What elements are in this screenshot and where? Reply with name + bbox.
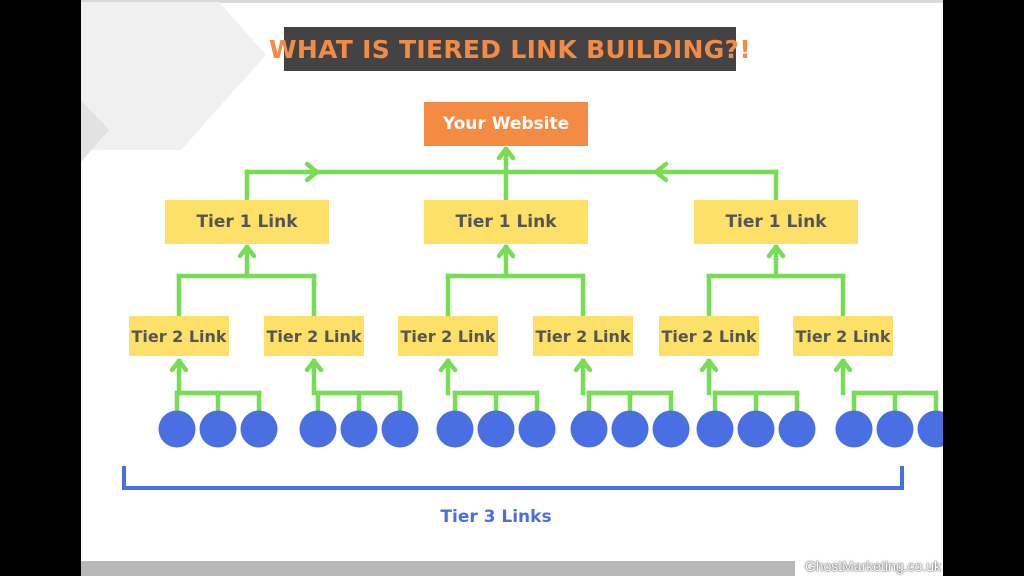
tier2-arrow-icon: [573, 358, 593, 373]
decorative-shapes: [81, 2, 266, 162]
tier3-link-dot: [611, 410, 649, 448]
watermark: GhostMarketing.co.uk: [804, 558, 941, 574]
tier3-bracket: [122, 466, 904, 490]
tier3-link-dot: [518, 410, 556, 448]
tier1-node: Tier 1 Link: [165, 200, 329, 244]
tier3-link-dot: [381, 410, 419, 448]
tier3-label: Tier 3 Links: [440, 507, 552, 527]
tier3-dots: [158, 410, 943, 448]
tier3-link-dot: [778, 410, 816, 448]
page-title: WHAT IS TIERED LINK BUILDING?!: [268, 34, 752, 64]
arrow-left-icon: [653, 161, 669, 183]
tier2-arrow-icon: [438, 358, 458, 373]
tier3-link-dot: [835, 410, 873, 448]
tier2-arrow-icon: [699, 358, 719, 373]
tier1-node: Tier 1 Link: [424, 200, 588, 244]
bottom-bar: [81, 561, 795, 576]
tier3-link-dot: [917, 410, 943, 448]
tier1-arrow-icon: [766, 244, 786, 259]
tier3-link-dot: [570, 410, 608, 448]
your-website-node: Your Website: [424, 102, 588, 146]
tier1-arrow-icon: [496, 244, 516, 259]
tier3-link-dot: [652, 410, 690, 448]
tier3-link-dot: [299, 410, 337, 448]
tier2-node: Tier 2 Link: [398, 316, 498, 356]
tier3-link-dot: [199, 410, 237, 448]
tier2-node: Tier 2 Link: [659, 316, 759, 356]
tier3-link-dot: [158, 410, 196, 448]
tier3-bracket-line: [122, 466, 904, 490]
tier3-link-dot: [696, 410, 734, 448]
connector-lines: [169, 146, 939, 413]
tier1-node: Tier 1 Link: [694, 200, 858, 244]
tier-diagram: [122, 146, 943, 490]
title-banner: WHAT IS TIERED LINK BUILDING?!: [269, 27, 751, 71]
tier3-link-dot: [436, 410, 474, 448]
arrow-right-icon: [304, 161, 320, 183]
tier3-link-dot: [477, 410, 515, 448]
tier2-node: Tier 2 Link: [264, 316, 364, 356]
tier2-arrow-icon: [169, 358, 189, 373]
tier2-arrow-icon: [304, 358, 324, 373]
diagram-canvas: WHAT IS TIERED LINK BUILDING?! Your Webs…: [81, 0, 943, 576]
tier3-link-dot: [240, 410, 278, 448]
tier3-link-dot: [737, 410, 775, 448]
tier1-arrow-icon: [237, 244, 257, 259]
tier2-node: Tier 2 Link: [129, 316, 229, 356]
top-border: [81, 0, 943, 3]
tier2-arrow-icon: [833, 358, 853, 373]
tier2-node: Tier 2 Link: [793, 316, 893, 356]
tier2-node: Tier 2 Link: [533, 316, 633, 356]
tier3-link-dot: [876, 410, 914, 448]
tier3-link-dot: [340, 410, 378, 448]
root-arrow-icon: [496, 146, 516, 161]
